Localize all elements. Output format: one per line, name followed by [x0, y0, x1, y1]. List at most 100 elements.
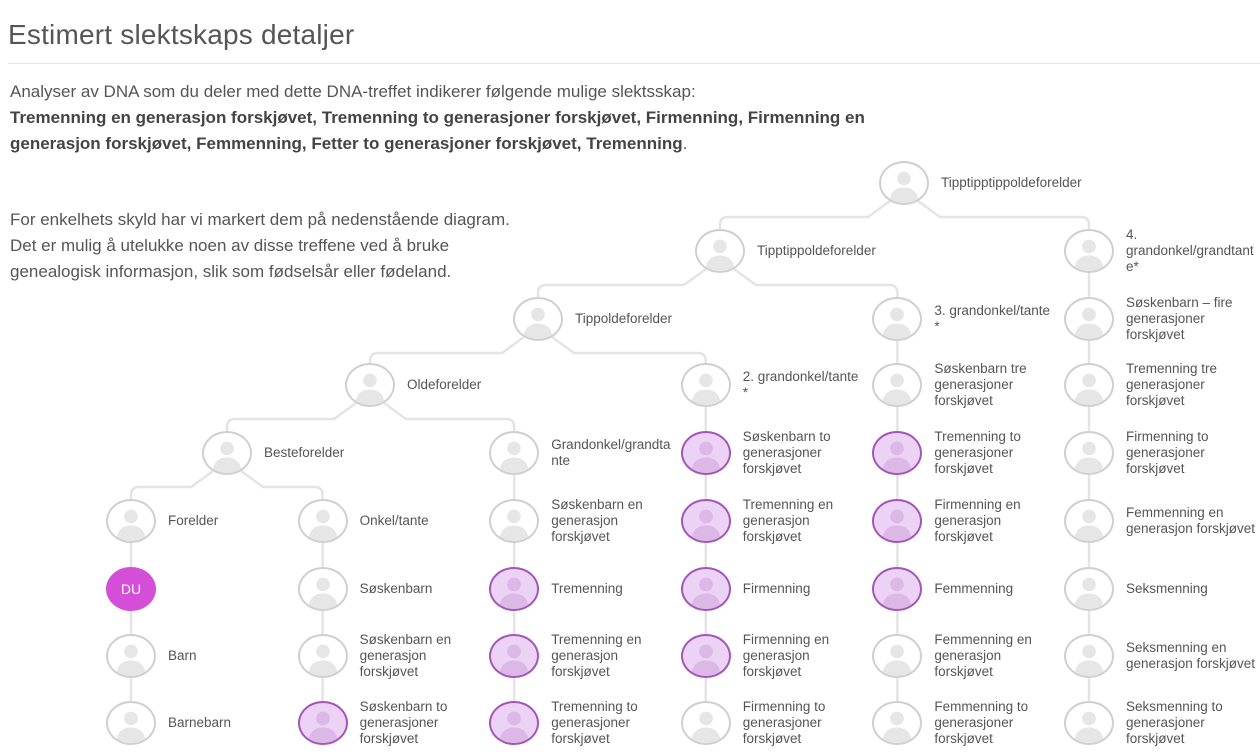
relative-node[interactable]: [680, 363, 731, 407]
person-icon: [882, 644, 912, 676]
tree-connector: [718, 199, 891, 251]
relative-node[interactable]: [489, 567, 540, 611]
relative-label: Søskenbarn tre generasjoner forskjøvet: [934, 361, 1027, 408]
relative-node[interactable]: [297, 567, 348, 611]
relative-label: Tremenning tre generasjoner forskjøvet: [1126, 361, 1218, 408]
relative-node[interactable]: [680, 567, 731, 611]
relative-node[interactable]: [106, 634, 156, 678]
relative-node[interactable]: [345, 363, 395, 407]
summary-suffix: .: [682, 134, 688, 153]
relative-label: Søskenbarn: [359, 581, 433, 596]
person-icon: [499, 441, 529, 473]
person-icon: [116, 509, 146, 541]
relative-label: Tremenning en generasjon forskjøvet: [742, 497, 834, 544]
page-title: Estimert slektskaps detaljer: [8, 18, 355, 50]
relative-label: 3. grandonkel/tante *: [934, 303, 1050, 334]
relative-label: Tippoldeforelder: [575, 311, 673, 326]
person-icon: [499, 711, 529, 743]
person-icon: [499, 577, 529, 609]
person-icon: [308, 644, 338, 676]
relative-node[interactable]: [680, 634, 731, 678]
relative-node[interactable]: [872, 634, 923, 678]
relative-label: Forelder: [168, 513, 219, 528]
note-line-1: For enkelhets skyld har vi markert dem p…: [10, 210, 510, 229]
relative-label: Tremenning: [551, 581, 623, 596]
relative-node[interactable]: [1064, 297, 1114, 341]
relative-label: Søskenbarn to generasjoner forskjøvet: [742, 429, 831, 476]
relative-label: Femmenning en generasjon forskjøvet: [1126, 505, 1256, 536]
relative-node[interactable]: [297, 634, 348, 678]
summary-relationship-list: Tremenning en generasjon forskjøvet, Tre…: [10, 108, 865, 153]
relative-node[interactable]: [489, 431, 540, 475]
relative-node[interactable]: [106, 499, 156, 543]
person-icon: [212, 441, 242, 473]
relative-node[interactable]: [680, 701, 731, 745]
note-line-2: Det er mulig å utelukke noen av disse tr…: [10, 236, 452, 281]
relative-label: Onkel/tante: [359, 513, 429, 528]
relative-node[interactable]: [695, 229, 745, 273]
relative-node[interactable]: [1064, 431, 1114, 475]
person-icon: [1074, 239, 1104, 271]
tree-connector: [383, 401, 516, 453]
summary-intro-text: Analyser av DNA som du deler med dette D…: [10, 82, 696, 101]
tree-connector: [733, 267, 899, 319]
relative-node[interactable]: [872, 363, 923, 407]
relative-node[interactable]: [872, 297, 923, 341]
person-icon: [691, 644, 721, 676]
tree-connector: [917, 199, 1091, 251]
relative-node[interactable]: [872, 567, 923, 611]
relative-node[interactable]: [872, 499, 923, 543]
person-icon: [705, 239, 735, 271]
relative-label: Søskenbarn – fire generasjoner forskjøve…: [1126, 295, 1233, 342]
relative-node[interactable]: [202, 431, 252, 475]
person-icon: [691, 441, 721, 473]
tree-connector: [240, 469, 324, 521]
relative-node[interactable]: [1064, 567, 1114, 611]
relative-node[interactable]: [680, 499, 731, 543]
relative-node[interactable]: [1064, 499, 1114, 543]
tree-connector: [368, 335, 525, 385]
relative-label: Søskenbarn en generasjon forskjøvet: [551, 497, 643, 544]
person-icon: [1074, 373, 1104, 405]
relative-node[interactable]: [879, 161, 929, 205]
tree-connector: [536, 267, 707, 319]
relative-node[interactable]: [297, 701, 348, 745]
relative-label: Firmenning: [742, 581, 811, 596]
relative-label: Tipptippoldeforelder: [757, 243, 876, 258]
relative-node[interactable]: [489, 701, 540, 745]
relative-label: 2. grandonkel/tante *: [742, 369, 859, 400]
you-node[interactable]: DU: [106, 567, 156, 611]
relative-label: 4. grandonkel/grandtante*: [1126, 227, 1254, 274]
relative-node[interactable]: [489, 499, 540, 543]
relative-node[interactable]: [872, 701, 923, 745]
relative-node[interactable]: [680, 431, 731, 475]
person-icon: [882, 711, 912, 743]
relative-label: Søskenbarn en generasjon forskjøvet: [359, 632, 452, 679]
relative-node[interactable]: [297, 499, 348, 543]
person-icon: [691, 373, 721, 405]
relative-label: Femmenning to generasjoner forskjøvet: [934, 699, 1029, 746]
person-icon: [116, 711, 146, 743]
relative-node[interactable]: [106, 701, 156, 745]
relative-label: Barnebarn: [168, 715, 232, 730]
person-icon: [308, 711, 338, 743]
relative-label: Besteforelder: [264, 445, 345, 460]
relative-label: Barn: [168, 648, 197, 663]
person-icon: [355, 373, 385, 405]
relative-label: Tipptipptippoldeforelder: [941, 175, 1082, 190]
relative-node[interactable]: [1064, 701, 1114, 745]
you-label: DU: [120, 581, 142, 597]
relative-node[interactable]: [1064, 363, 1114, 407]
relative-node[interactable]: [1064, 634, 1114, 678]
relative-node[interactable]: [489, 634, 540, 678]
person-icon: [1074, 509, 1104, 541]
relative-label: Firmenning en generasjon forskjøvet: [934, 497, 1021, 544]
relative-node[interactable]: [513, 297, 563, 341]
person-icon: [882, 577, 912, 609]
person-icon: [116, 644, 146, 676]
relative-node[interactable]: [872, 431, 923, 475]
relative-label: Femmenning: [934, 581, 1014, 596]
relative-node[interactable]: [1064, 229, 1114, 273]
person-icon: [1074, 307, 1104, 339]
person-icon: [499, 509, 529, 541]
